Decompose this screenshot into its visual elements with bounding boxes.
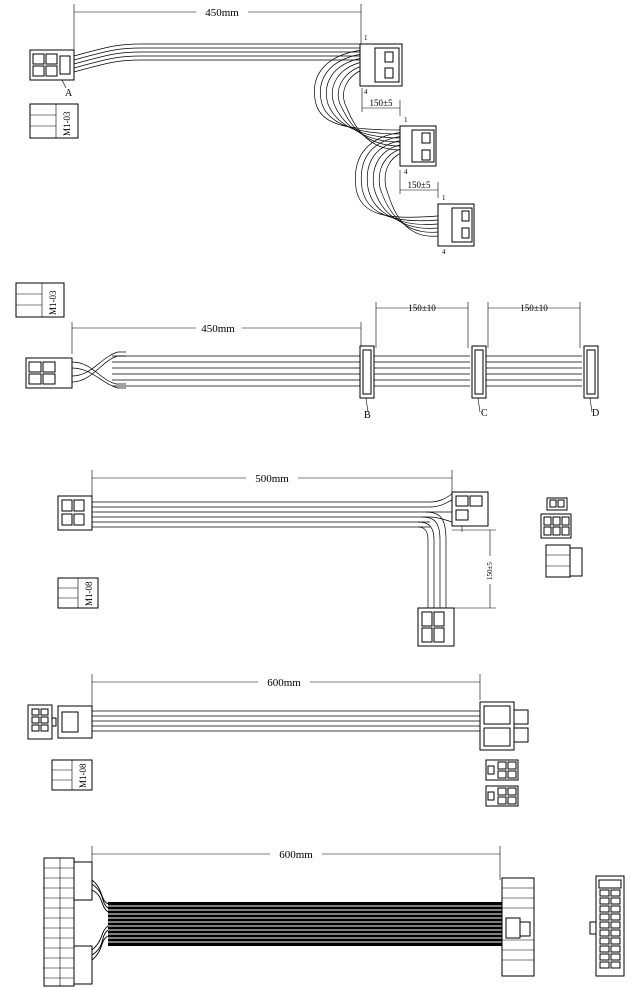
cable-1-length-dimension: 450mm	[73, 4, 362, 60]
cable-5: 600mm	[43, 846, 625, 987]
svg-text:4: 4	[364, 88, 368, 96]
cable-3-part-label: M1-08	[84, 581, 94, 606]
cable-3: 500mm	[57, 470, 583, 647]
cable-4-wires	[92, 710, 480, 732]
cable-3-part-number: M1-08	[57, 577, 99, 609]
cable-2-spacing-2: 150±10	[487, 302, 581, 348]
cable-1-part-label: M1-03	[62, 111, 72, 136]
svg-text:150±5: 150±5	[486, 562, 494, 580]
cable-3-length-label: 500mm	[255, 473, 289, 485]
cable-1-connector-tag: A	[65, 88, 73, 99]
svg-text:1: 1	[442, 194, 446, 202]
cable-1-connector-3: 1 4	[437, 194, 475, 256]
cable-4-length-label: 600mm	[267, 677, 301, 689]
cable-1: 450mm A	[29, 4, 475, 256]
svg-text:150±5: 150±5	[408, 180, 431, 190]
cable-5-connector-end-view	[589, 875, 625, 977]
cable-1-spacing-1: 150±5	[361, 88, 401, 116]
cable-5-length-label: 600mm	[279, 849, 313, 861]
svg-text:D: D	[592, 408, 599, 419]
svg-text:150±5: 150±5	[370, 98, 393, 108]
svg-text:C: C	[481, 408, 488, 419]
cable-2-psu-connector	[25, 357, 73, 389]
cable-3-branch-dimension: 150±5	[452, 529, 496, 609]
cable-5-psu-connector	[43, 857, 93, 987]
cable-4: 600mm	[27, 674, 529, 807]
cable-4-psu-connector	[27, 704, 93, 740]
svg-text:150±10: 150±10	[520, 303, 548, 313]
cable-2-length-dimension: 450mm	[71, 320, 362, 354]
cable-2-wires	[71, 351, 582, 389]
cable-4-cpu-connector	[479, 701, 529, 751]
svg-text:1: 1	[364, 34, 368, 42]
cable-3-wires	[92, 493, 453, 608]
cable-1-psu-connector: A	[29, 49, 75, 99]
cable-1-connector-1: 1 4	[359, 34, 403, 96]
cable-5-mb-connector	[501, 877, 535, 977]
svg-text:4: 4	[404, 168, 408, 176]
cable-4-length-dimension: 600mm	[91, 674, 481, 738]
cable-2-length-label: 450mm	[201, 323, 235, 335]
cable-2-spacing-1: 150±10	[375, 302, 469, 348]
cable-3-gpu-connector-2pin	[417, 607, 455, 647]
cable-5-length-dimension: 600mm	[91, 846, 501, 890]
svg-text:4: 4	[442, 248, 446, 256]
cable-1-connector-2: 1 4	[399, 116, 437, 176]
svg-text:1: 1	[404, 116, 408, 124]
cable-3-psu-connector	[57, 495, 93, 531]
cable-3-length-dimension: 500mm	[91, 470, 453, 530]
cable-2-connector-d: D	[583, 345, 599, 419]
cable-4-connector-end-view	[485, 759, 519, 807]
cable-1-length-label: 450mm	[205, 7, 239, 19]
svg-text:B: B	[364, 410, 371, 421]
cable-2-part-number: M1-03	[15, 282, 65, 318]
svg-text:150±10: 150±10	[408, 303, 436, 313]
cable-2-connector-c: C	[471, 345, 488, 419]
cable-1-spacing-2: 150±5	[399, 170, 439, 198]
cable-3-gpu-connector-6pin	[451, 491, 489, 532]
cable-4-part-label: M1-08	[78, 763, 88, 788]
cable-4-part-number: M1-08	[51, 759, 93, 791]
cable-2-connector-b: B	[359, 345, 375, 421]
cable-2: M1-03 450mm 150±10 150±10	[15, 282, 599, 421]
cable-1-wires	[73, 43, 439, 237]
cable-3-connector-end-view	[540, 497, 583, 578]
cable-1-part-number: M1-03	[29, 103, 79, 139]
cable-5-wire-bundle	[91, 879, 502, 961]
cable-2-part-label: M1-03	[48, 290, 58, 315]
